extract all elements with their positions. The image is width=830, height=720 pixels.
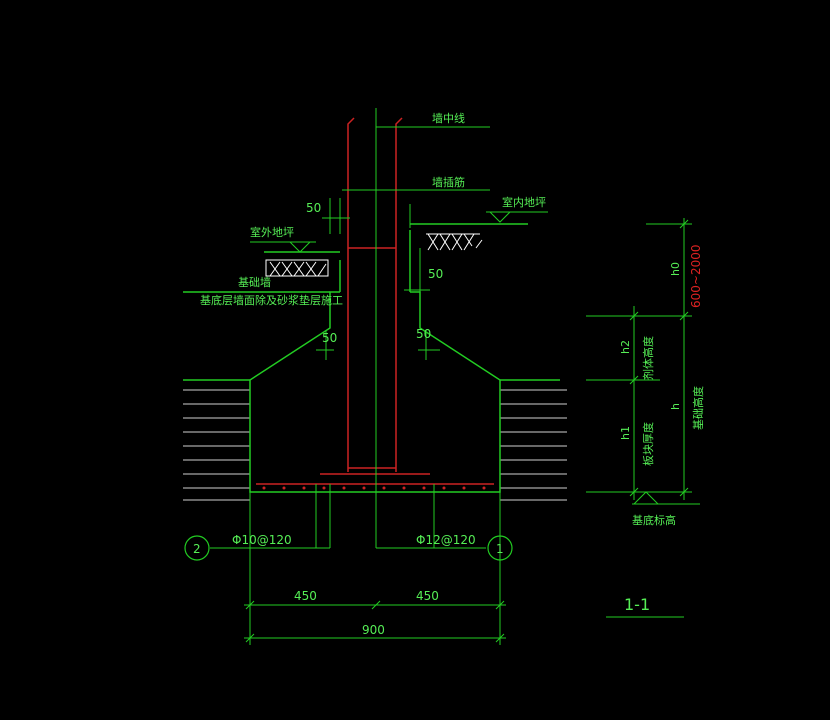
axis-1-number: 1 bbox=[496, 542, 504, 556]
dim-450-left: 450 bbox=[294, 589, 317, 603]
label-base-note: 基底层墙面除及砂浆垫层施工 bbox=[200, 293, 343, 307]
soil-left bbox=[183, 389, 250, 501]
dim-50-right: 50 bbox=[428, 267, 443, 281]
wall-rebar bbox=[256, 117, 494, 485]
dim-50-left-low: 50 bbox=[322, 331, 337, 345]
label-wall-rebar: 墙插筋 bbox=[432, 175, 465, 189]
dim-h0: h0 bbox=[669, 262, 682, 276]
bottom-rebar-dots bbox=[262, 486, 486, 490]
dim-h1: h1 bbox=[619, 426, 632, 440]
dim-h-text: 基础高度 bbox=[691, 386, 705, 430]
rebar-label-left: Φ10@120 bbox=[232, 533, 292, 547]
small-dims bbox=[316, 198, 440, 360]
dim-h2: h2 bbox=[619, 340, 632, 354]
axis-1-bubble bbox=[487, 535, 513, 561]
dim-h2-text: 剂体高度 bbox=[641, 336, 655, 380]
rebar-label-right: Φ12@120 bbox=[416, 533, 476, 547]
outdoor-grade-symbol bbox=[250, 241, 316, 253]
outdoor-grade-hatch bbox=[265, 259, 329, 277]
label-foundation-wall: 基础墙 bbox=[238, 275, 271, 289]
dim-h0-range: 600~2000 bbox=[689, 245, 703, 309]
axis-2-number: 2 bbox=[193, 542, 201, 556]
height-dims bbox=[586, 218, 700, 505]
bottom-dims bbox=[210, 484, 506, 645]
label-outdoor-floor: 室外地坪 bbox=[250, 225, 294, 239]
indoor-grade-symbol bbox=[486, 211, 548, 223]
label-indoor-floor: 室内地坪 bbox=[502, 195, 546, 209]
label-base-elevation: 基底标高 bbox=[632, 513, 676, 527]
dim-50-top: 50 bbox=[306, 201, 321, 215]
dim-450-right: 450 bbox=[416, 589, 439, 603]
label-wall-centerline: 墙中线 bbox=[432, 111, 465, 125]
foundation-outline bbox=[183, 223, 560, 493]
dim-h: h bbox=[669, 403, 682, 410]
section-label: 1-1 bbox=[624, 595, 650, 614]
dim-50-right-low: 50 bbox=[416, 327, 431, 341]
indoor-grade-hatch bbox=[426, 233, 483, 251]
dim-h1-text: 板块厚度 bbox=[641, 422, 655, 466]
dim-900: 900 bbox=[362, 623, 385, 637]
soil-right bbox=[500, 389, 567, 501]
axis-2-bubble bbox=[184, 535, 210, 561]
